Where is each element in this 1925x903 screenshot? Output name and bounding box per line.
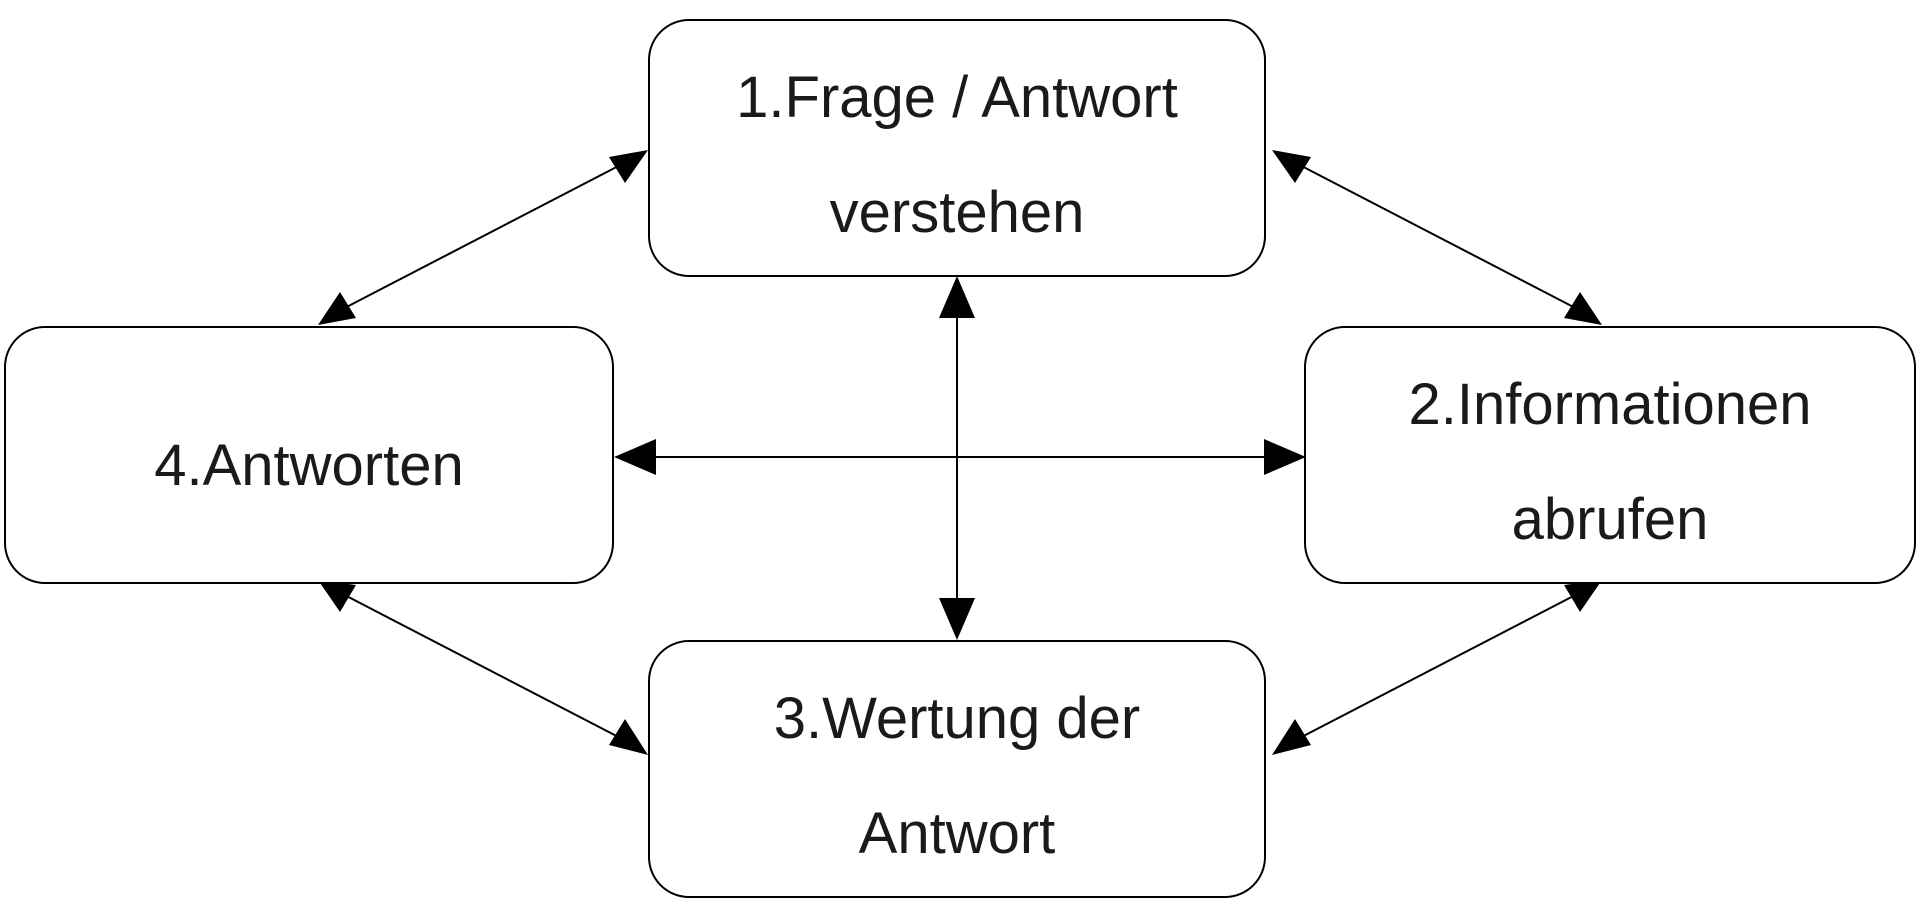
arrowhead-up-icon xyxy=(939,276,975,318)
node-box xyxy=(4,326,614,584)
node-box xyxy=(648,19,1266,277)
node-antworten: 4.Antworten xyxy=(4,326,614,584)
arrowhead-down-right-icon xyxy=(1564,292,1602,325)
arrowhead-down-left-icon xyxy=(318,292,356,325)
arrowhead-up-left-icon xyxy=(318,580,356,612)
node-box xyxy=(1304,326,1916,584)
connector-frage-antworten xyxy=(334,159,631,314)
arrowhead-right-icon xyxy=(1264,439,1306,475)
node-frage: 1.Frage / Antwort verstehen xyxy=(648,19,1266,277)
arrowhead-down-icon xyxy=(939,598,975,640)
node-label-line: verstehen xyxy=(830,180,1085,245)
node-label-line: abrufen xyxy=(1512,487,1709,552)
arrowhead-up-left-icon xyxy=(1272,150,1311,183)
node-label-line: 2.Informationen xyxy=(1408,372,1811,437)
arrowhead-up-right-icon xyxy=(1564,580,1602,612)
node-label-line: 3.Wertung der xyxy=(774,686,1140,751)
arrowhead-up-right-icon xyxy=(609,150,648,183)
connector-informationen-wertung xyxy=(1289,589,1586,744)
connector-frage-informationen xyxy=(1289,159,1586,314)
node-label-line: 4.Antworten xyxy=(154,433,464,498)
node-wertung: 3.Wertung der Antwort xyxy=(648,640,1266,898)
arrowhead-down-right-icon xyxy=(609,719,648,755)
arrowhead-down-left-icon xyxy=(1272,719,1311,755)
node-label-line: 1.Frage / Antwort xyxy=(736,65,1178,130)
arrowhead-left-icon xyxy=(614,439,656,475)
connector-antworten-wertung xyxy=(334,589,631,744)
node-informationen: 2.Informationen abrufen xyxy=(1304,326,1916,584)
connectors xyxy=(318,150,1602,755)
node-label-line: Antwort xyxy=(859,801,1056,866)
node-box xyxy=(648,640,1266,898)
